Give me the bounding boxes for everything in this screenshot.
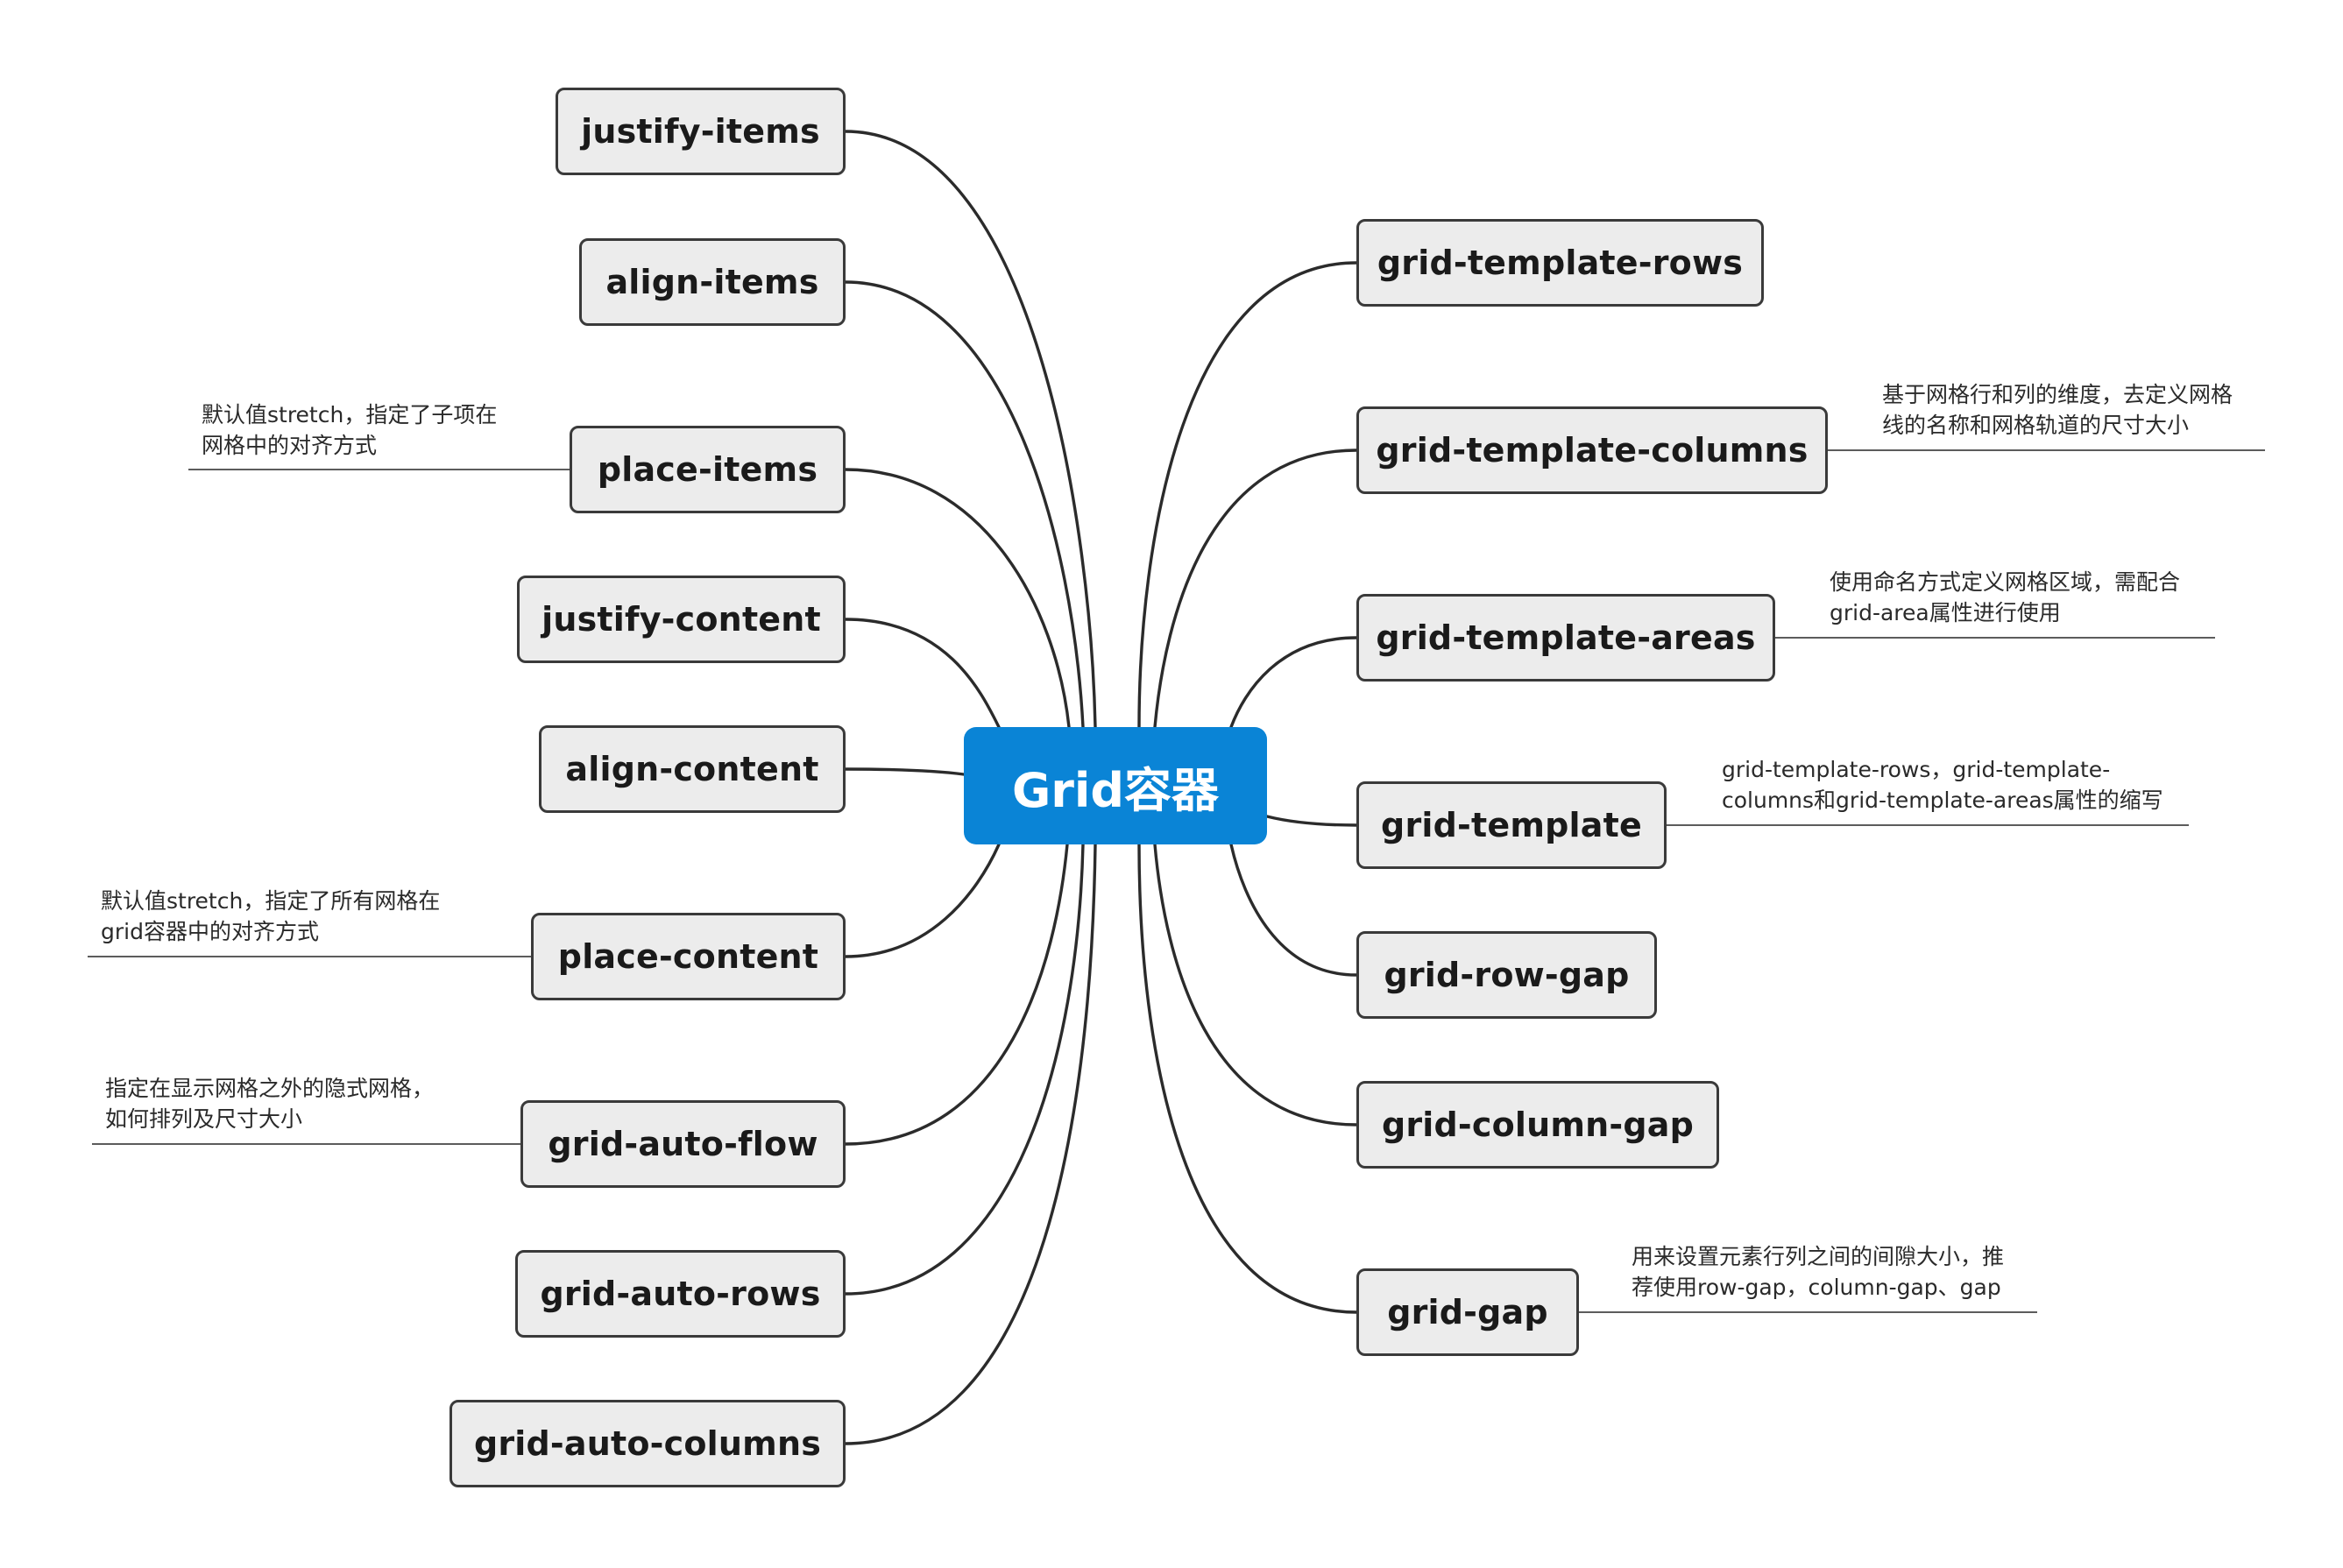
node-grid-template[interactable]: grid-template — [1356, 781, 1667, 869]
note-line-text: 线的名称和网格轨道的尺寸大小 — [1882, 413, 2190, 438]
center-node-grid-container[interactable]: Grid容器 — [964, 727, 1267, 844]
note-grid-gap: 用来设置元素行列之间的间隙大小，推 荐使用row-gap，column-gap、… — [1632, 1241, 2004, 1303]
connector-place-content — [844, 843, 1001, 958]
connector-grid-template-rows — [1137, 261, 1358, 729]
connector-grid-auto-rows — [844, 843, 1085, 1296]
note-line-text: 用来设置元素行列之间的间隙大小，推 — [1632, 1244, 2005, 1269]
connector-place-items — [844, 468, 1071, 729]
node-align-items[interactable]: align-items — [579, 238, 846, 326]
connector-justify-items — [844, 130, 1097, 729]
note-line-text: 网格中的对齐方式 — [202, 433, 378, 458]
note-line-text: 基于网格行和列的维度，去定义网格 — [1882, 382, 2233, 407]
note-grid-auto-flow: 指定在显示网格之外的隐式网格， 如何排列及尺寸大小 — [105, 1073, 434, 1134]
note-line-text: 如何排列及尺寸大小 — [105, 1106, 303, 1132]
connector-align-items — [844, 280, 1085, 729]
node-grid-column-gap[interactable]: grid-column-gap — [1356, 1081, 1719, 1169]
node-grid-row-gap[interactable]: grid-row-gap — [1356, 931, 1657, 1019]
note-grid-template-columns: 基于网格行和列的维度，去定义网格 线的名称和网格轨道的尺寸大小 — [1882, 379, 2233, 441]
connector-grid-auto-columns — [844, 843, 1097, 1445]
connector-grid-template-areas — [1229, 636, 1358, 729]
connector-grid-column-gap — [1153, 843, 1358, 1127]
node-place-items[interactable]: place-items — [570, 426, 846, 513]
node-grid-template-columns[interactable]: grid-template-columns — [1356, 406, 1828, 494]
node-align-content[interactable]: align-content — [539, 725, 846, 813]
note-line-text: grid-template-rows，grid-template- — [1722, 757, 2111, 782]
node-place-content[interactable]: place-content — [531, 913, 846, 1000]
node-grid-template-areas[interactable]: grid-template-areas — [1356, 594, 1775, 682]
note-line-text: 指定在显示网格之外的隐式网格， — [105, 1076, 435, 1101]
connector-grid-template-columns — [1153, 449, 1358, 729]
note-line-text: 默认值stretch，指定了所有网格在 — [101, 888, 441, 914]
note-line-text: grid容器中的对齐方式 — [101, 919, 319, 944]
node-justify-content[interactable]: justify-content — [517, 576, 846, 663]
connector-grid-gap — [1137, 843, 1358, 1314]
connector-align-content — [844, 767, 966, 776]
note-line-text: grid-area属性进行使用 — [1830, 600, 2061, 625]
node-grid-auto-columns[interactable]: grid-auto-columns — [449, 1400, 846, 1487]
note-line-text: 默认值stretch，指定了子项在 — [202, 402, 498, 427]
node-grid-auto-flow[interactable]: grid-auto-flow — [520, 1100, 846, 1188]
note-place-content: 默认值stretch，指定了所有网格在 grid容器中的对齐方式 — [101, 886, 440, 947]
note-line-text: columns和grid-template-areas属性的缩写 — [1722, 788, 2163, 813]
note-place-items: 默认值stretch，指定了子项在 网格中的对齐方式 — [202, 399, 497, 461]
note-line-text: 荐使用row-gap，column-gap、gap — [1632, 1275, 2001, 1300]
connector-grid-template — [1265, 815, 1358, 827]
connector-justify-content — [844, 618, 1001, 729]
node-grid-gap[interactable]: grid-gap — [1356, 1268, 1579, 1356]
node-grid-template-rows[interactable]: grid-template-rows — [1356, 219, 1764, 307]
connector-grid-auto-flow — [844, 843, 1069, 1146]
node-justify-items[interactable]: justify-items — [556, 88, 846, 175]
note-grid-template-areas: 使用命名方式定义网格区域，需配合 grid-area属性进行使用 — [1830, 567, 2180, 628]
connector-grid-row-gap — [1229, 843, 1358, 977]
note-line-text: 使用命名方式定义网格区域，需配合 — [1830, 569, 2181, 595]
node-grid-auto-rows[interactable]: grid-auto-rows — [515, 1250, 846, 1338]
note-grid-template: grid-template-rows，grid-template- column… — [1722, 754, 2163, 816]
